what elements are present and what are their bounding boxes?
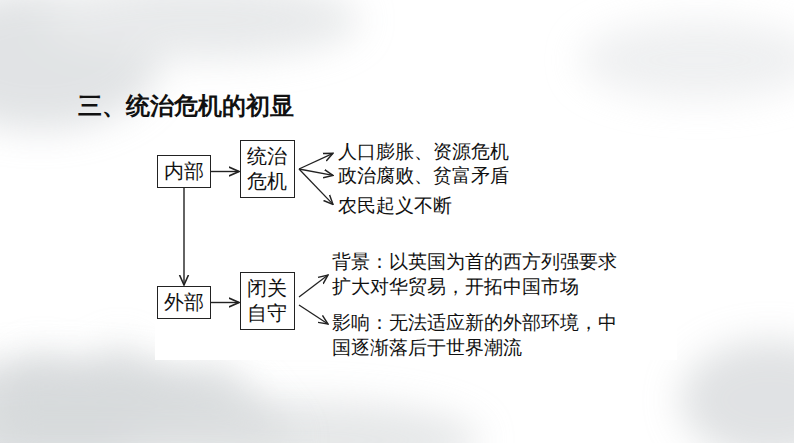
connector-arrow [183, 188, 184, 285]
diagram-panel [155, 138, 677, 360]
box-label: 闭关自守 [247, 276, 288, 326]
process-box: 闭关自守 [240, 272, 295, 330]
pointer-arrow [299, 305, 328, 324]
box-label: 外部 [164, 290, 204, 315]
box-label: 内部 [164, 159, 204, 184]
pointer-arrow [299, 275, 328, 297]
connector-arrow [211, 302, 239, 303]
process-box: 内部 [157, 155, 211, 188]
point-text: 影响：无法适应新的外部环境，中国逐渐落后于世界潮流 [332, 310, 623, 359]
process-box: 外部 [157, 286, 211, 319]
point-text: 政治腐败、贫富矛盾 [338, 163, 509, 188]
process-box: 统治危机 [240, 140, 295, 198]
pointer-arrow [299, 153, 333, 169]
section-title: 三、统治危机的初显 [78, 90, 294, 122]
point-text: 背景：以英国为首的西方列强要求扩大对华贸易，开拓中国市场 [332, 249, 623, 298]
point-text: 农民起义不断 [338, 193, 452, 218]
point-text: 人口膨胀、资源危机 [338, 139, 509, 164]
box-label: 统治危机 [247, 144, 288, 194]
pointer-arrow [299, 169, 333, 204]
connector-arrow [211, 171, 239, 172]
